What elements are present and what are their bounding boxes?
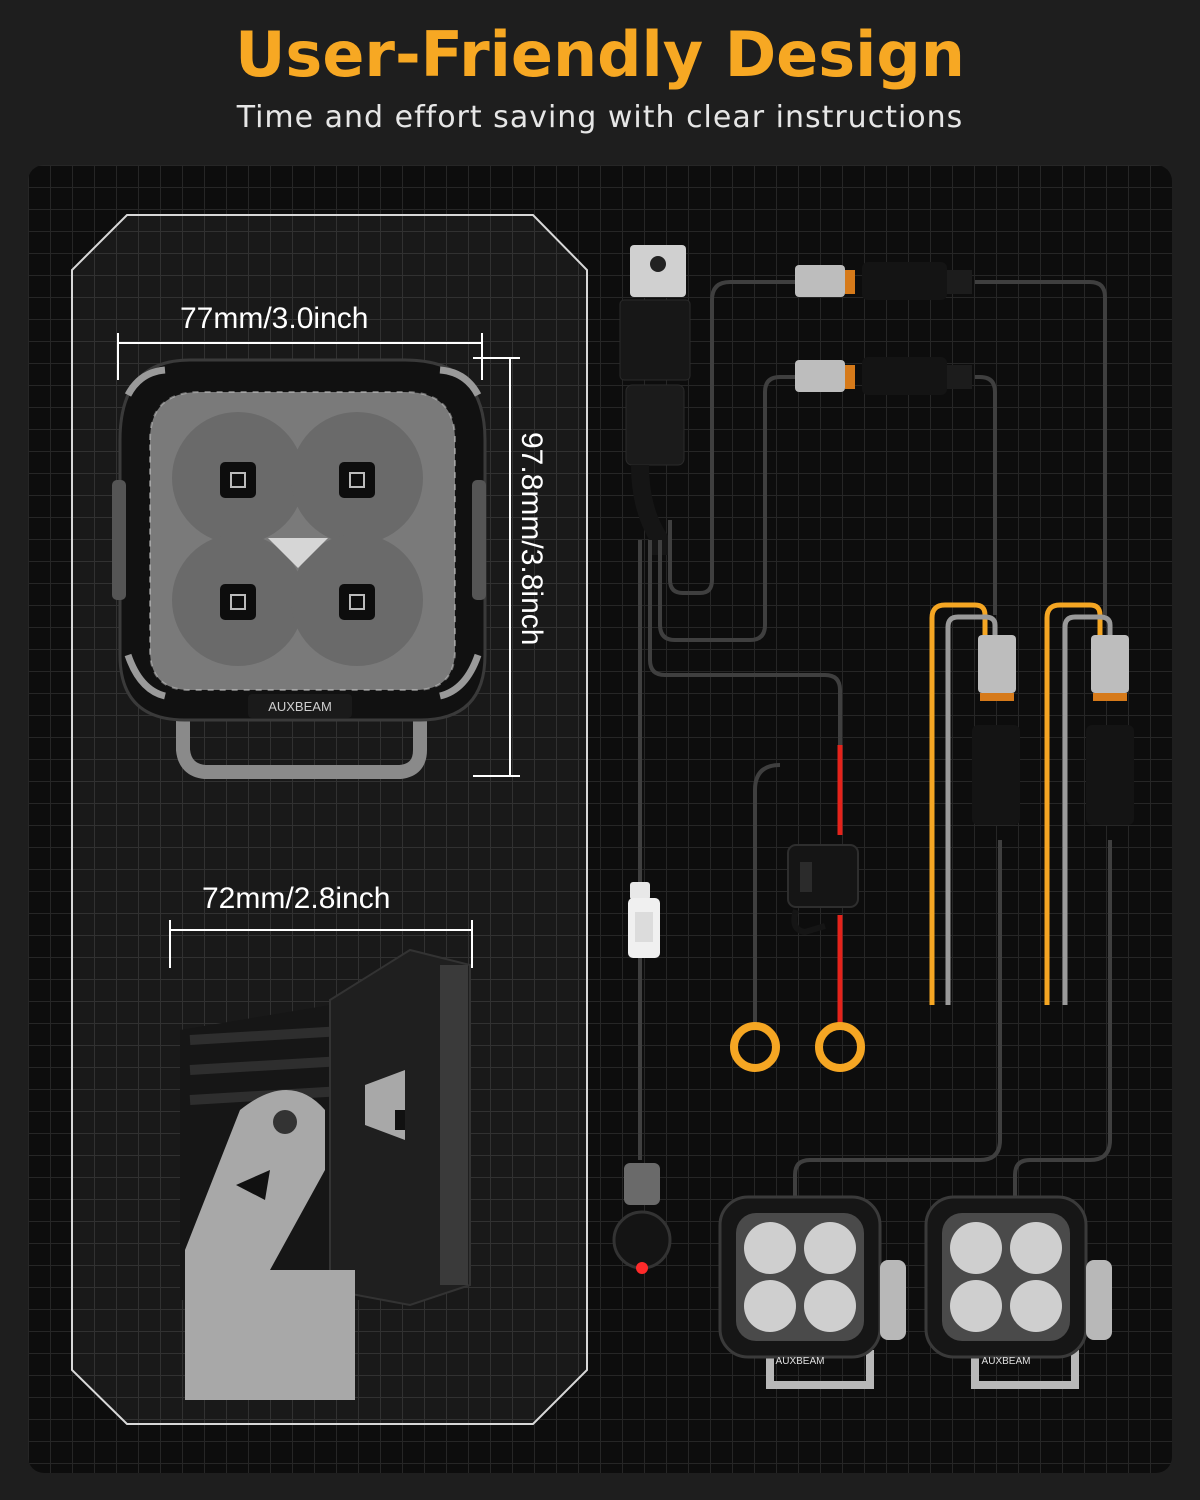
dt-connectors bbox=[795, 262, 972, 395]
output-wire-pairs bbox=[929, 602, 1113, 1005]
front-height-dimension bbox=[473, 357, 520, 777]
front-width-label: 77mm/3.0inch bbox=[180, 302, 369, 335]
brand-logo-light-2: AUXBEAM bbox=[982, 1356, 1031, 1367]
side-width-label: 72mm/2.8inch bbox=[202, 882, 391, 915]
light-side-view bbox=[180, 948, 471, 1400]
front-height-label: 97.8mm/3.8inch bbox=[515, 432, 548, 646]
page-subtitle: Time and effort saving with clear instru… bbox=[236, 100, 964, 135]
ground-ring-terminal bbox=[730, 1022, 780, 1072]
work-light-1 bbox=[718, 1195, 906, 1389]
rocker-switch bbox=[612, 1163, 672, 1274]
brand-logo-front: AUXBEAM bbox=[268, 699, 332, 714]
relay bbox=[619, 245, 691, 555]
side-width-dimension bbox=[169, 920, 473, 968]
fuse-holder bbox=[787, 844, 859, 936]
front-width-dimension bbox=[117, 333, 483, 380]
harness-wires bbox=[638, 280, 1112, 1205]
work-light-2 bbox=[924, 1195, 1112, 1389]
output-connectors bbox=[972, 635, 1134, 825]
brand-logo-light-1: AUXBEAM bbox=[776, 1356, 825, 1367]
switch-connector bbox=[628, 882, 660, 958]
positive-ring-terminal bbox=[815, 1022, 865, 1072]
page-title: User-Friendly Design bbox=[235, 18, 965, 91]
light-front-view bbox=[112, 358, 487, 779]
